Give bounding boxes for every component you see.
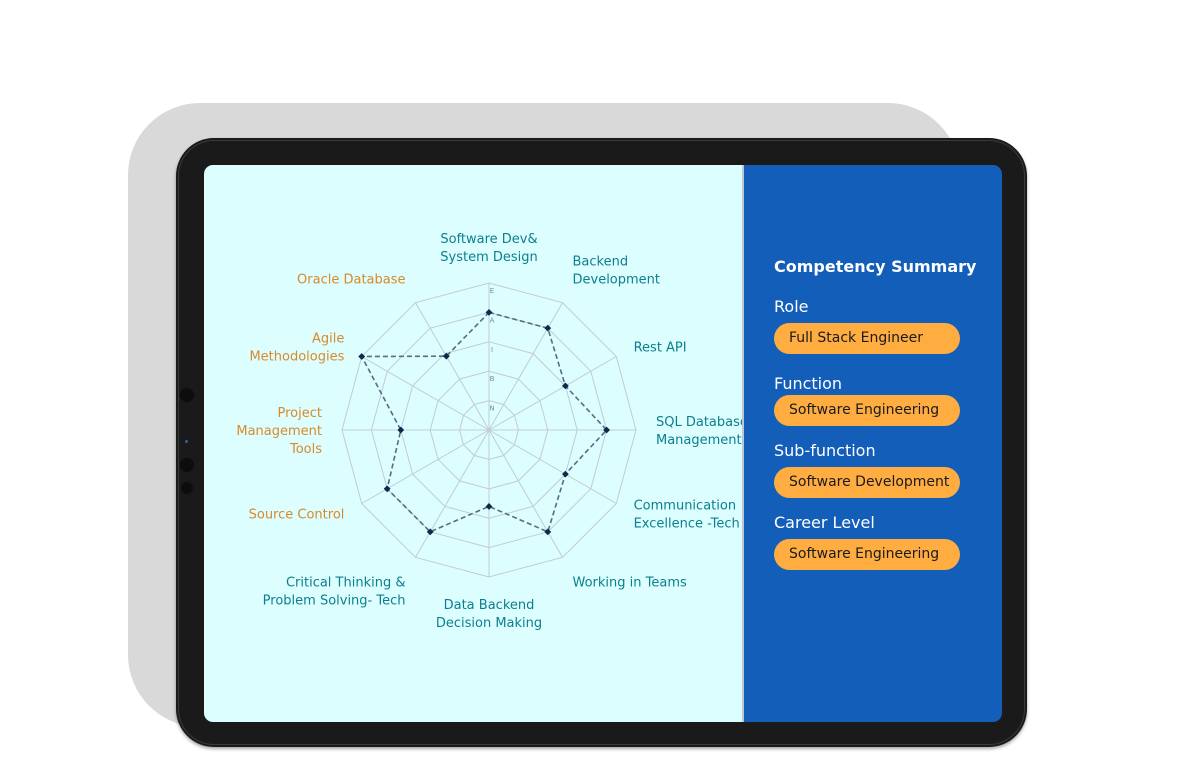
radar-grid-spoke <box>415 302 490 431</box>
radar-axis-label-line: Working in Teams <box>573 576 687 591</box>
radar-grid-spoke <box>415 429 490 558</box>
radar-data-marker <box>544 324 552 332</box>
radar-grid-spoke <box>488 302 563 431</box>
radar-grid-spoke <box>488 429 617 504</box>
radar-axis-label-line: System Design <box>440 250 538 265</box>
radar-level-label: B <box>490 375 495 383</box>
radar-grid-spoke <box>361 356 490 431</box>
radar-axis-label-line: Methodologies <box>249 350 344 365</box>
sub-function-label: Sub-function <box>774 441 876 460</box>
radar-data-marker <box>442 352 450 360</box>
radar-axis-label-line: Problem Solving- Tech <box>263 594 406 609</box>
summary-title: Competency Summary <box>774 257 977 276</box>
career-level-label: Career Level <box>774 513 875 532</box>
competency-summary-panel: Competency Summary Role Full Stack Engin… <box>742 165 1002 722</box>
radar-axis-label-line: Decision Making <box>436 616 542 631</box>
radar-level-labels: N B I A E <box>489 287 494 413</box>
radar-axis-label-line: Backend <box>573 254 629 269</box>
radar-data-marker <box>383 485 391 493</box>
radar-level-label: I <box>491 346 493 354</box>
radar-axis-label-line: Communication <box>634 499 736 514</box>
radar-data-marker <box>544 528 552 536</box>
radar-data-marker <box>485 503 493 510</box>
radar-axis-label-line: Management <box>236 424 322 439</box>
radar-axis-label-line: Data Backend <box>444 598 535 613</box>
radar-grid-spoke <box>488 429 563 558</box>
radar-axis-label-line: Source Control <box>249 508 345 523</box>
tablet-indicator-dot <box>185 440 188 443</box>
tablet-side-button <box>181 482 193 494</box>
radar-axis-label: Critical Thinking & Problem Solving- Tech <box>263 576 406 609</box>
radar-axis-label-line: Tools <box>289 442 322 457</box>
radar-axis-label: Oracle Database <box>297 272 405 287</box>
radar-axis-label-line: Oracle Database <box>297 272 405 287</box>
sub-function-pill: Software Development <box>774 467 960 498</box>
radar-axis-label-line: Software Dev& <box>440 232 537 247</box>
radar-axis-label-line: Critical Thinking & <box>286 576 406 591</box>
radar-data-marker <box>561 382 569 390</box>
function-pill: Software Engineering <box>774 395 960 426</box>
radar-level-label: E <box>490 287 494 295</box>
role-pill: Full Stack Engineer <box>774 323 960 354</box>
radar-axis-label-line: Excellence -Tech <box>634 517 740 532</box>
radar-axis-label-line: Management <box>656 433 742 448</box>
radar-data-marker <box>397 426 405 434</box>
radar-axis-label: Source Control <box>249 508 345 523</box>
tablet-side-button <box>180 388 194 402</box>
radar-axis-label-line: Rest API <box>634 341 687 356</box>
radar-axis-label-line: SQL Database <box>656 415 742 430</box>
radar-axis-label-line: Project <box>278 406 322 421</box>
radar-axis-label-line: Development <box>573 272 661 287</box>
radar-level-label: A <box>490 316 495 324</box>
radar-axis-label-line: Agile <box>312 332 344 347</box>
radar-axis-label: Working in Teams <box>573 576 687 591</box>
radar-data-marker <box>603 426 610 434</box>
radar-data-marker <box>426 528 434 536</box>
radar-axis-label: Rest API <box>634 341 687 356</box>
role-label: Role <box>774 297 809 316</box>
radar-data-marker <box>561 470 569 478</box>
tablet-side-button <box>180 458 194 472</box>
radar-grid-spoke <box>488 356 617 431</box>
radar-level-label: N <box>489 405 494 413</box>
radar-data-marker <box>485 309 493 316</box>
function-label: Function <box>774 374 843 393</box>
radar-axis-label: Software Dev&System Design <box>440 232 538 265</box>
radar-grid <box>341 282 637 578</box>
radar-grid-spoke <box>361 429 490 504</box>
career-level-pill: Software Engineering <box>774 539 960 570</box>
